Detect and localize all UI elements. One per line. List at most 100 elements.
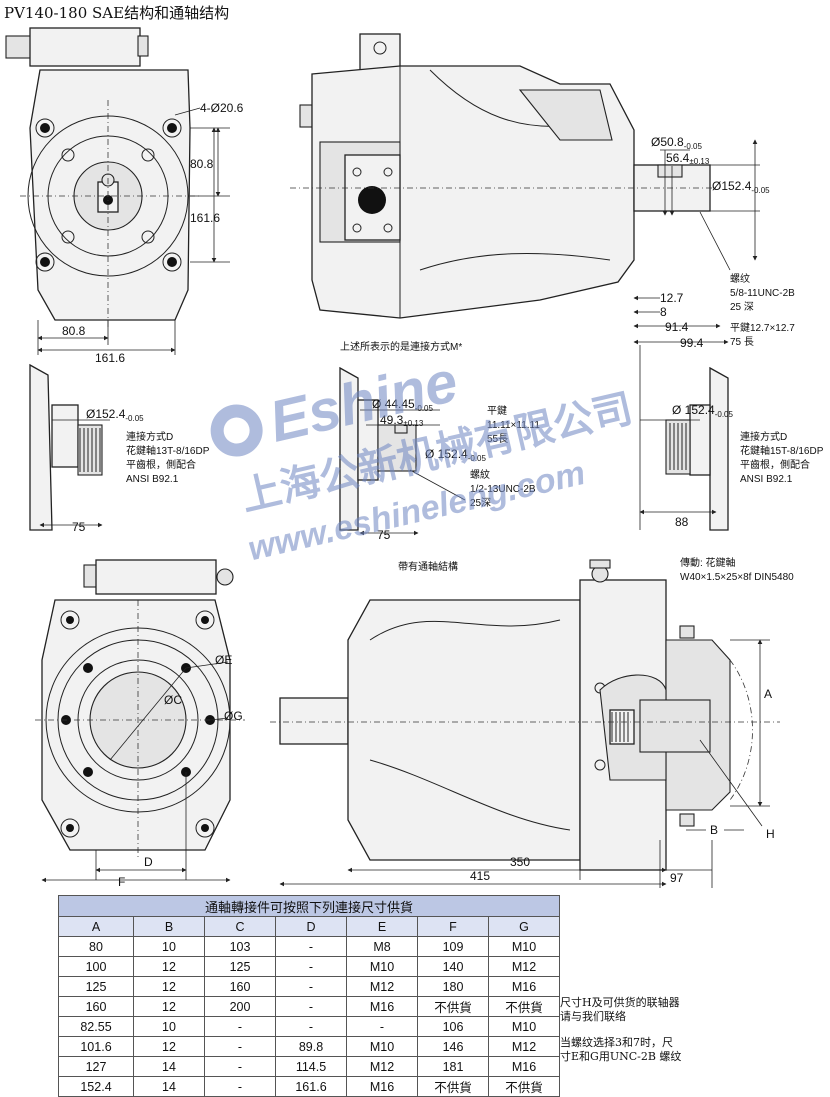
table-cell: 12: [133, 996, 205, 1017]
column-header: F: [417, 916, 489, 937]
note1-line2: 请与我们联络: [560, 1010, 626, 1023]
key-title: 平鍵: [487, 404, 507, 417]
table-cell: M10: [488, 936, 560, 957]
table-cell: 140: [417, 956, 489, 977]
conn-line3: 平齒根，側配合: [740, 458, 810, 471]
label-H: H: [766, 827, 775, 841]
dim-49-3: 49.3±0.13: [380, 413, 424, 428]
table-cell: -: [275, 976, 347, 997]
note-thread-option: 当螺纹选择3和7时，尺 寸E和G用UNC-2B 螺纹: [560, 1036, 681, 1064]
dim-161-6-vertical: 161.6: [190, 211, 220, 225]
note2-line1: 当螺纹选择3和7时，尺: [560, 1036, 673, 1049]
table-cell: 109: [417, 936, 489, 957]
table-cell: 14: [133, 1076, 205, 1097]
bottom-left-rear-view: ØE ØC ØG D F: [35, 559, 245, 889]
column-header: E: [346, 916, 418, 937]
table-cell: 89.8: [275, 1036, 347, 1057]
table-cell: 101.6: [58, 1036, 134, 1057]
table-cell: -: [204, 1016, 276, 1037]
label-C: ØC: [164, 693, 182, 707]
dim-88: 88: [675, 515, 689, 529]
table-cell: 181: [417, 1056, 489, 1077]
thread-depth: 25深: [470, 497, 491, 509]
drive-spec: W40×1.5×25×8f DIN5480: [680, 572, 794, 583]
note-h-dimension: 尺寸H及可供货的联轴器 请与我们联络: [560, 996, 680, 1024]
table-cell: 100: [58, 956, 134, 977]
table-cell: M16: [346, 1076, 418, 1097]
table-cell: -: [275, 1016, 347, 1037]
table-cell: 160: [204, 976, 276, 997]
table-cell: -: [204, 1036, 276, 1057]
table-cell: 12: [133, 1036, 205, 1057]
dim-350: 350: [510, 855, 530, 869]
thread-spec: 5/8-11UNC-2B: [730, 288, 795, 299]
top-right-side-view: Ø50.8-0.05 56.4±0.13 Ø152.4-0.05 螺纹 5/8-…: [290, 33, 795, 353]
table-cell: 10: [133, 1016, 205, 1037]
label-G: ØG: [224, 709, 243, 723]
page-title: PV140-180 SAE结构和通轴结构: [4, 4, 230, 22]
table-cell: -: [275, 956, 347, 977]
table-cell: 10: [133, 936, 205, 957]
conn-title: 連接方式D: [740, 430, 787, 443]
table-cell: 14: [133, 1056, 205, 1077]
table-cell: -: [275, 996, 347, 1017]
key-length: 75 長: [730, 336, 754, 348]
table-cell: 114.5: [275, 1056, 347, 1077]
dim-d152-4: Ø152.4-0.05: [712, 179, 770, 195]
thread-title: 螺紋: [470, 468, 490, 481]
table-cell: -: [275, 936, 347, 957]
mid-right-shaft-view: Ø 152.4-0.05 連接方式D 花鍵軸15T-8/16DP 平齒根，側配合…: [639, 345, 824, 531]
table-cell: 不供貨: [417, 1076, 489, 1097]
label-A: A: [764, 687, 772, 701]
table-cell: 12: [133, 956, 205, 977]
table-cell: 125: [58, 976, 134, 997]
mid-left-shaft-view: Ø152.4-0.05 連接方式D 花鍵軸13T-8/16DP 平齒根，側配合 …: [29, 363, 210, 534]
table-cell: M12: [346, 1056, 418, 1077]
table-cell: 152.4: [58, 1076, 134, 1097]
dim-d152-4: Ø 152.4-0.05: [672, 403, 733, 419]
table-cell: M16: [488, 976, 560, 997]
table-cell: M10: [346, 1036, 418, 1057]
label-B: B: [710, 823, 718, 837]
dim-75: 75: [377, 528, 391, 542]
dim-75: 75: [72, 520, 86, 534]
key-title: 平鍵12.7×12.7: [730, 321, 795, 334]
table-cell: M12: [346, 976, 418, 997]
dim-91-4: 91.4: [665, 320, 689, 334]
table-cell: 180: [417, 976, 489, 997]
dim-8: 8: [660, 305, 667, 319]
column-header: B: [133, 916, 205, 937]
dim-99-4: 99.4: [680, 336, 704, 350]
label-F: F: [118, 875, 125, 889]
table-cell: M12: [488, 1036, 560, 1057]
note2-line2: 寸E和G用UNC-2B 螺纹: [560, 1050, 682, 1063]
dim-d152-4: Ø152.4-0.05: [86, 407, 144, 423]
thread-spec: 1/2-13UNC-2B: [470, 484, 536, 495]
dim-415: 415: [470, 869, 490, 883]
table-cell: M16: [346, 996, 418, 1017]
table-cell: 125: [204, 956, 276, 977]
table-cell: 12: [133, 976, 205, 997]
dim-80-8-vertical: 80.8: [190, 157, 214, 171]
dim-161-6-horizontal: 161.6: [95, 351, 125, 365]
dim-97: 97: [670, 871, 684, 885]
table-cell: 127: [58, 1056, 134, 1077]
table-cell: -: [204, 1076, 276, 1097]
dim-12-7: 12.7: [660, 291, 684, 305]
key-size: 11.11×11.11: [487, 420, 540, 431]
table-cell: 82.55: [58, 1016, 134, 1037]
connection-caption: 上述所表示的是連接方式M*: [340, 340, 462, 353]
dim-56-4: 56.4±0.13: [666, 151, 710, 166]
table-cell: 不供貨: [417, 996, 489, 1017]
table-cell: 106: [417, 1016, 489, 1037]
